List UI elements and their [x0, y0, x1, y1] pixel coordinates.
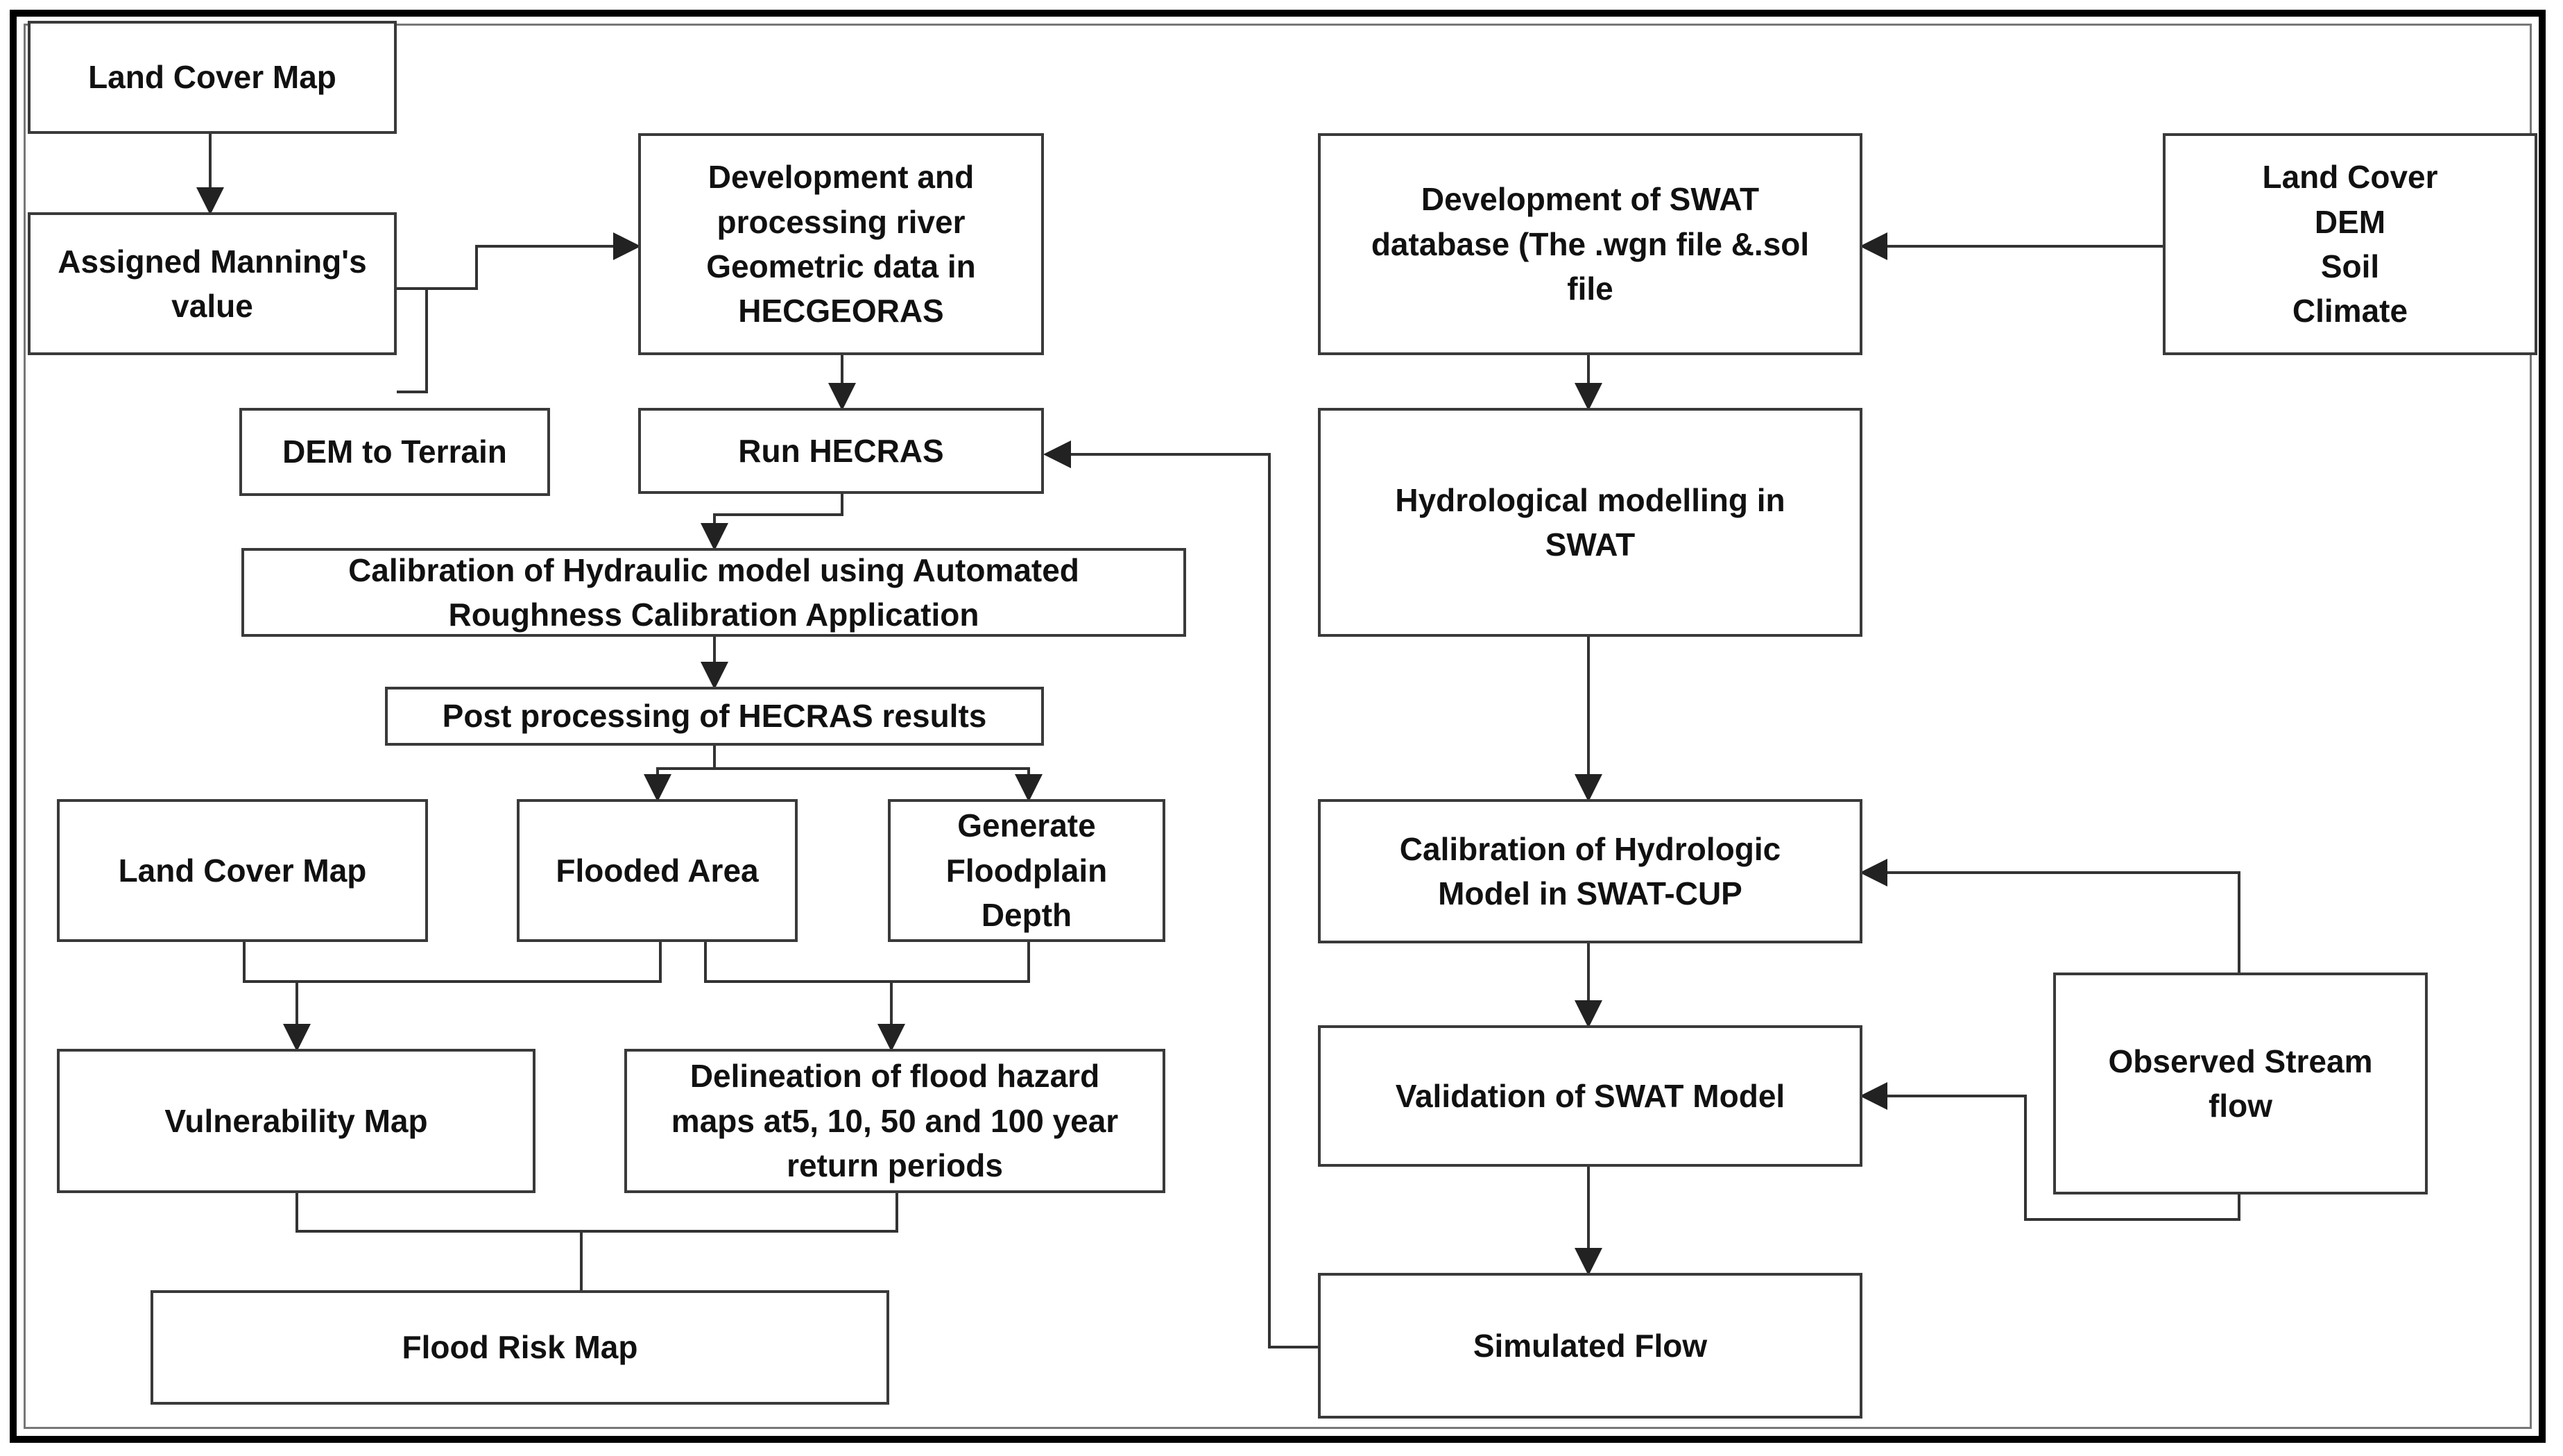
run-hecras-label: Run HECRAS	[738, 432, 944, 469]
delineation-flood-hazard-label: Delineation of flood hazard maps at5, 10…	[671, 1058, 1119, 1184]
hydrological-modelling-box: Hydrological modelling in SWAT	[1318, 408, 1862, 637]
run-hecras-box: Run HECRAS	[638, 408, 1044, 494]
calibration-hydrologic-label: Calibration of Hydrologic Model in SWAT-…	[1399, 830, 1781, 911]
edge-lc-flooded-to-vuln	[243, 942, 662, 983]
inputs-list-box: Land Cover DEM Soil Climate	[2163, 133, 2537, 355]
dev-swat-database-label: Development of SWAT database (The .wgn f…	[1371, 181, 1810, 307]
inner-border	[24, 24, 2532, 1429]
outer-border	[10, 10, 2546, 1443]
edge-dem-to-junction	[397, 289, 428, 393]
validation-swat-label: Validation of SWAT Model	[1395, 1077, 1785, 1114]
simulated-flow-box: Simulated Flow	[1318, 1273, 1862, 1419]
assigned-manning-box: Assigned Manning's value	[28, 212, 397, 355]
calibration-hydraulic-label: Calibration of Hydraulic model using Aut…	[348, 551, 1079, 633]
land-cover-map-top-label: Land Cover Map	[88, 59, 336, 96]
edge-observed-to-calib	[1860, 859, 2240, 973]
post-processing-label: Post processing of HECRAS results	[442, 698, 987, 735]
flood-risk-map-box: Flood Risk Map	[151, 1290, 889, 1405]
post-processing-box: Post processing of HECRAS results	[385, 687, 1044, 746]
generate-floodplain-depth-label: Generate Floodplain Depth	[945, 807, 1108, 934]
calibration-hydrologic-box: Calibration of Hydrologic Model in SWAT-…	[1318, 799, 1862, 943]
dem-to-terrain-label: DEM to Terrain	[282, 434, 507, 470]
edge-flooded-depth-to-delin	[704, 942, 1030, 983]
generate-floodplain-depth-box: Generate Floodplain Depth	[888, 799, 1165, 942]
flooded-area-box: Flooded Area	[517, 799, 798, 942]
edge-observed-to-valid	[1860, 1082, 2240, 1221]
hydrological-modelling-label: Hydrological modelling in SWAT	[1395, 481, 1785, 563]
observed-stream-flow-box: Observed Stream flow	[2053, 973, 2428, 1194]
land-cover-map-top-box: Land Cover Map	[28, 21, 397, 134]
vulnerability-map-label: Vulnerability Map	[164, 1102, 428, 1139]
delineation-flood-hazard-box: Delineation of flood hazard maps at5, 10…	[624, 1049, 1165, 1193]
land-cover-map-mid-box: Land Cover Map	[57, 799, 428, 942]
edge-post-to-split	[644, 746, 716, 802]
dev-river-geometric-label: Development and processing river Geometr…	[706, 159, 976, 329]
edge-run-to-calib	[701, 494, 843, 551]
assigned-manning-label: Assigned Manning's value	[58, 243, 367, 324]
edge-sim-to-run	[1043, 440, 1318, 1348]
dem-to-terrain-box: DEM to Terrain	[239, 408, 550, 496]
edge-manning-to-geometric	[397, 232, 641, 290]
inputs-list-label: Land Cover DEM Soil Climate	[2262, 159, 2438, 329]
calibration-hydraulic-box: Calibration of Hydraulic model using Aut…	[241, 548, 1186, 637]
edge-post-to-depth	[714, 767, 1043, 802]
validation-swat-box: Validation of SWAT Model	[1318, 1025, 1862, 1167]
flood-risk-map-label: Flood Risk Map	[402, 1329, 638, 1366]
flooded-area-label: Flooded Area	[556, 852, 759, 889]
vulnerability-map-box: Vulnerability Map	[57, 1049, 535, 1193]
observed-stream-flow-label: Observed Stream flow	[2108, 1043, 2373, 1124]
land-cover-map-mid-label: Land Cover Map	[118, 852, 367, 889]
simulated-flow-label: Simulated Flow	[1473, 1327, 1708, 1364]
dev-swat-database-box: Development of SWAT database (The .wgn f…	[1318, 133, 1862, 355]
dev-river-geometric-box: Development and processing river Geometr…	[638, 133, 1044, 355]
edge-vuln-delin-to-risk	[295, 1193, 898, 1233]
